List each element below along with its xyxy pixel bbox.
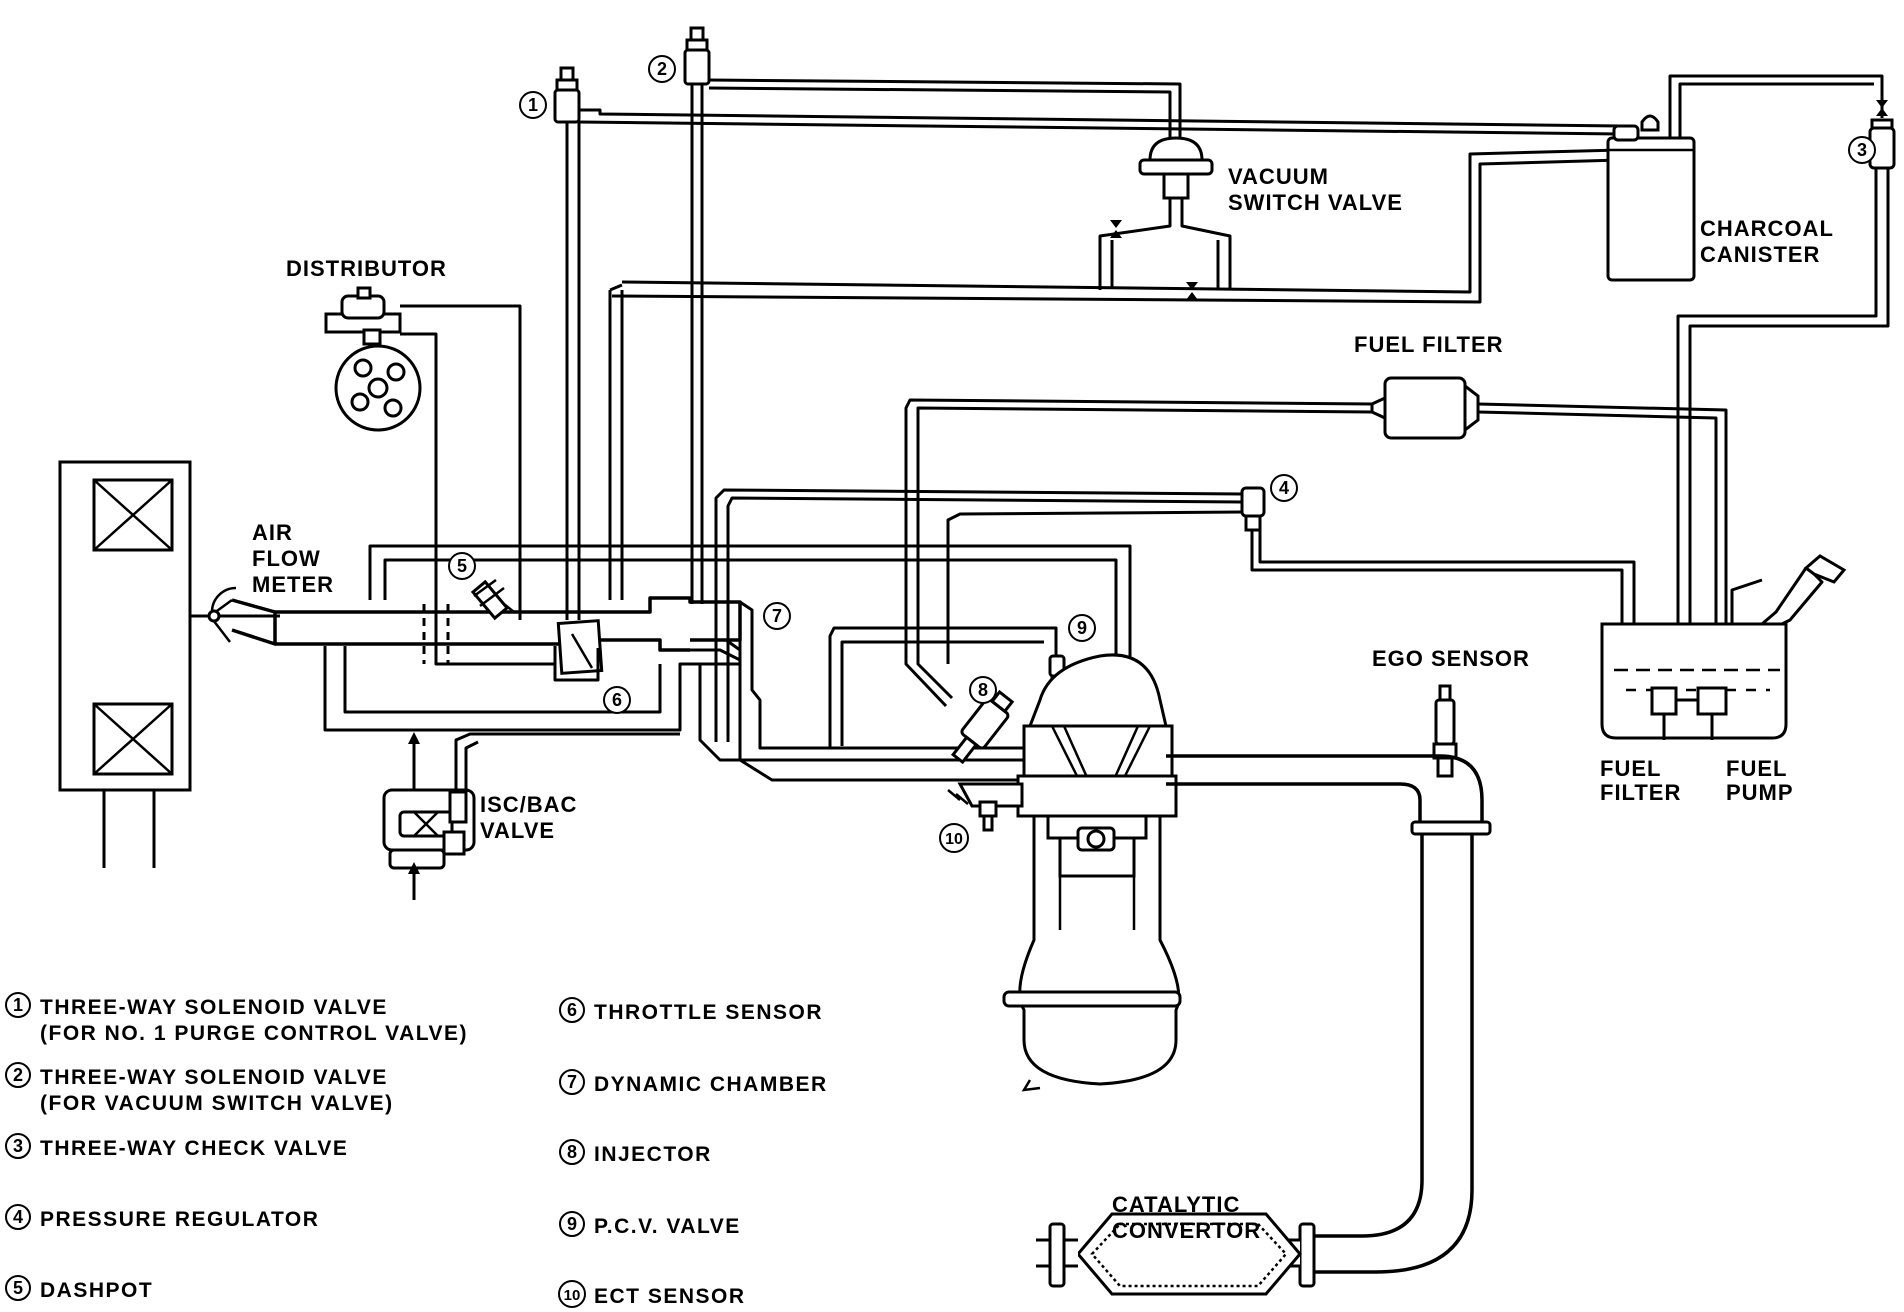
- svg-text:4: 4: [13, 1207, 23, 1227]
- legend-item-5: 5 DASHPOT: [5, 1275, 153, 1302]
- svg-text:4: 4: [1279, 478, 1289, 498]
- legend-item-4: 4 PRESSURE REGULATOR: [5, 1204, 319, 1231]
- svg-text:2: 2: [657, 59, 667, 79]
- isc-bac-valve: [382, 732, 680, 900]
- svg-text:9: 9: [1077, 618, 1087, 638]
- svg-text:THREE-WAY CHECK VALVE: THREE-WAY CHECK VALVE: [40, 1137, 348, 1160]
- svg-text:1: 1: [528, 95, 538, 115]
- svg-text:6: 6: [567, 1000, 577, 1020]
- label-distributor: DISTRIBUTOR: [286, 256, 447, 281]
- svg-text:THROTTLE SENSOR: THROTTLE SENSOR: [594, 1001, 823, 1024]
- legend-item-6: 6 THROTTLE SENSOR: [559, 997, 823, 1024]
- label-valve: VALVE: [480, 818, 555, 843]
- label-ego-sensor: EGO SENSOR: [1372, 646, 1530, 671]
- intake-duct: [275, 544, 1140, 782]
- svg-text:8: 8: [567, 1142, 577, 1162]
- svg-text:THREE-WAY SOLENOID VALVE: THREE-WAY SOLENOID VALVE: [40, 1066, 388, 1089]
- label-flow: FLOW: [252, 546, 321, 571]
- label-tank-fuel: FUEL: [1600, 756, 1661, 781]
- three-way-solenoid-valve-1: [553, 66, 1621, 620]
- exhaust-system: [1166, 684, 1492, 1288]
- label-pump: PUMP: [1726, 780, 1794, 805]
- svg-text:INJECTOR: INJECTOR: [594, 1143, 712, 1166]
- svg-text:(FOR VACUUM SWITCH VALVE): (FOR VACUUM SWITCH VALVE): [40, 1092, 394, 1115]
- pressure-regulator: [714, 486, 1636, 742]
- svg-text:P.C.V. VALVE: P.C.V. VALVE: [594, 1215, 741, 1238]
- svg-text:2: 2: [13, 1065, 23, 1085]
- callout-6: 6: [603, 686, 631, 714]
- svg-text:7: 7: [772, 606, 782, 626]
- label-isc-bac: ISC/BAC: [480, 792, 577, 817]
- svg-text:10: 10: [945, 831, 963, 848]
- legend-item-7: 7 DYNAMIC CHAMBER: [559, 1069, 828, 1096]
- svg-text:PRESSURE REGULATOR: PRESSURE REGULATOR: [40, 1208, 319, 1231]
- label-switch-valve: SWITCH VALVE: [1228, 190, 1403, 215]
- fuel-filter-top: [904, 376, 1728, 708]
- svg-text:7: 7: [567, 1072, 577, 1092]
- svg-text:5: 5: [457, 556, 467, 576]
- air-flow-meter: [207, 586, 277, 646]
- label-pump-fuel: FUEL: [1726, 756, 1787, 781]
- callout-9: 9: [1068, 614, 1096, 642]
- svg-text:3: 3: [1857, 140, 1867, 160]
- callout-10: 10: [939, 823, 969, 853]
- svg-text:THREE-WAY SOLENOID VALVE: THREE-WAY SOLENOID VALVE: [40, 996, 388, 1019]
- vacuum-switch-valve: [608, 136, 1621, 600]
- callout-2: 2: [648, 55, 676, 83]
- charcoal-canister: [1606, 74, 1884, 282]
- svg-text:DYNAMIC CHAMBER: DYNAMIC CHAMBER: [594, 1073, 828, 1096]
- injector: [951, 689, 1015, 765]
- legend-item-2: 2 THREE-WAY SOLENOID VALVE (FOR VACUUM S…: [5, 1062, 394, 1115]
- legend-item-8: 8 INJECTOR: [559, 1139, 712, 1166]
- callout-7: 7: [763, 602, 791, 630]
- svg-text:3: 3: [13, 1136, 23, 1156]
- callout-5: 5: [448, 552, 476, 580]
- callout-4: 4: [1270, 474, 1298, 502]
- legend: 1 THREE-WAY SOLENOID VALVE (FOR NO. 1 PU…: [5, 992, 828, 1308]
- label-charcoal: CHARCOAL: [1700, 216, 1834, 241]
- svg-text:9: 9: [567, 1214, 577, 1234]
- svg-text:6: 6: [612, 690, 622, 710]
- svg-text:5: 5: [13, 1278, 23, 1298]
- label-canister: CANISTER: [1700, 242, 1820, 267]
- three-way-check-valve-3: [1676, 100, 1896, 640]
- callout-numbers: 1 2 3 4 5 6 7 8 9 10: [448, 55, 1876, 853]
- fuel-tank: [1600, 554, 1847, 740]
- three-way-solenoid-valve-2: [683, 26, 1182, 604]
- engine: [1002, 653, 1182, 1092]
- callout-3: 3: [1848, 136, 1876, 164]
- distributor: [324, 286, 556, 666]
- svg-text:8: 8: [978, 680, 988, 700]
- label-catalytic: CATALYTIC: [1112, 1192, 1240, 1217]
- legend-item-1: 1 THREE-WAY SOLENOID VALVE (FOR NO. 1 PU…: [5, 992, 468, 1045]
- svg-text:1: 1: [13, 995, 23, 1015]
- label-tank-filter: FILTER: [1600, 780, 1681, 805]
- label-air: AIR: [252, 520, 293, 545]
- dashpot: [470, 578, 515, 621]
- component-labels: DISTRIBUTOR AIR FLOW METER VACUUM SWITCH…: [252, 164, 1834, 1243]
- legend-item-10: 10 ECT SENSOR: [558, 1280, 746, 1308]
- label-fuel-filter-top: FUEL FILTER: [1354, 332, 1504, 357]
- ect-sensor: [947, 782, 1024, 832]
- svg-text:(FOR NO. 1 PURGE CONTROL VALVE: (FOR NO. 1 PURGE CONTROL VALVE): [40, 1022, 468, 1045]
- legend-item-3: 3 THREE-WAY CHECK VALVE: [5, 1133, 348, 1160]
- callout-1: 1: [519, 91, 547, 119]
- svg-text:ECT SENSOR: ECT SENSOR: [594, 1285, 746, 1308]
- callout-8: 8: [969, 676, 997, 704]
- svg-text:10: 10: [564, 1287, 581, 1304]
- label-meter: METER: [252, 572, 334, 597]
- svg-text:DASHPOT: DASHPOT: [40, 1279, 153, 1302]
- label-convertor: CONVERTOR: [1112, 1218, 1261, 1243]
- radiator: [58, 460, 280, 868]
- label-vacuum: VACUUM: [1228, 164, 1329, 189]
- legend-item-9: 9 P.C.V. VALVE: [559, 1211, 741, 1238]
- catalytic-convertor: [1036, 1212, 1302, 1296]
